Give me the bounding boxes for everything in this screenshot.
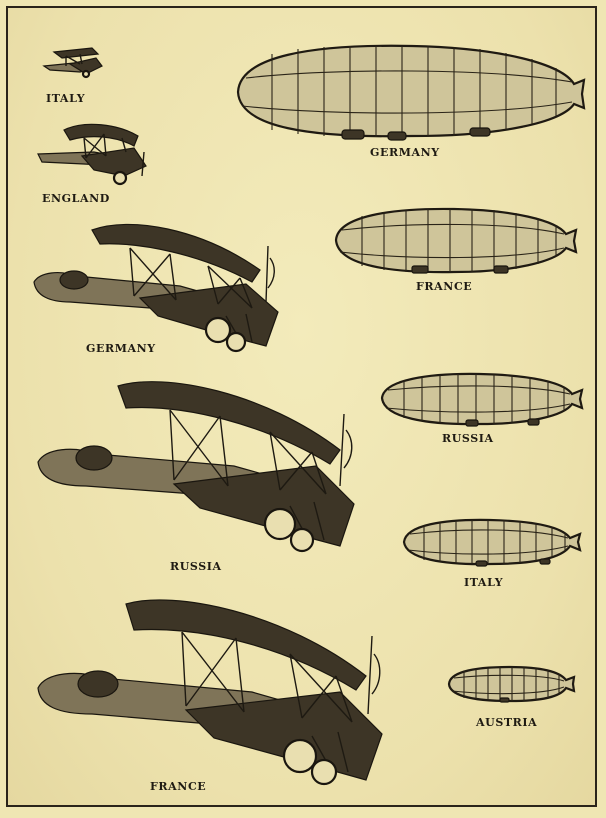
label-austria-airship: AUSTRIA [476, 716, 537, 729]
label-russia-plane: RUSSIA [170, 560, 222, 573]
biplane-italy-illustration [40, 44, 104, 80]
label-germany-airship: GERMANY [370, 146, 440, 159]
airship-germany-illustration [232, 34, 592, 144]
label-france-airship: FRANCE [416, 280, 472, 293]
biplane-germany-illustration [30, 218, 282, 358]
label-russia-airship: RUSSIA [442, 432, 494, 445]
biplane-russia-illustration [34, 374, 358, 556]
label-england-plane: ENGLAND [42, 192, 110, 205]
label-france-plane: FRANCE [150, 780, 206, 793]
airship-austria-illustration [446, 664, 578, 704]
biplane-england-illustration [34, 118, 152, 190]
label-italy-airship: ITALY [464, 576, 503, 589]
label-italy-plane: ITALY [46, 92, 85, 105]
airship-russia-illustration [378, 370, 588, 428]
label-germany-plane: GERMANY [86, 342, 156, 355]
airship-france-illustration [332, 204, 582, 276]
airship-italy-illustration [400, 516, 586, 568]
biplane-france-illustration [34, 592, 386, 788]
